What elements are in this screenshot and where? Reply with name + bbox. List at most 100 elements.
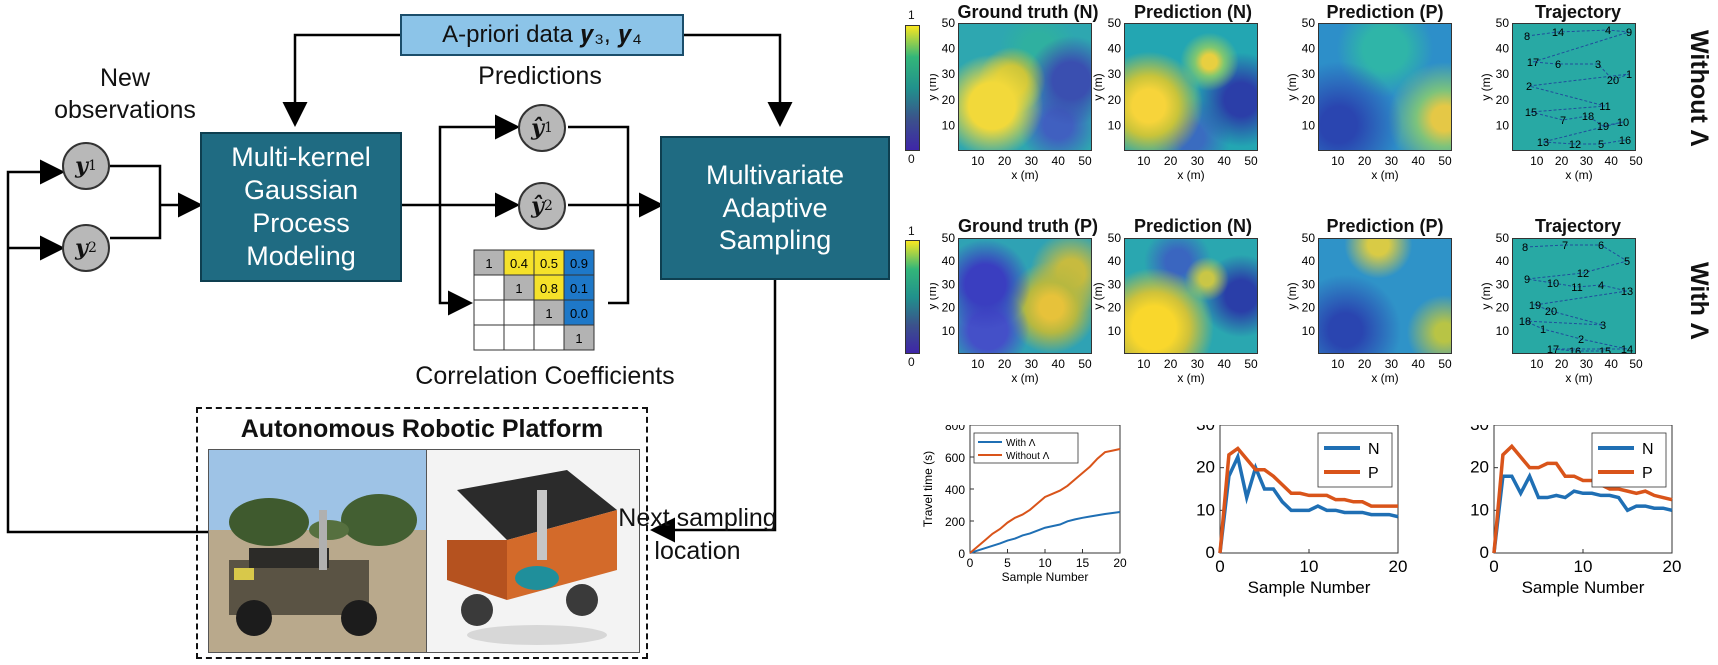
multivariate-adaptive-sampling-box: Multivariate Adaptive Sampling [660,136,890,280]
corr-value: 1 [485,256,492,271]
x-tick: 40 [1605,357,1619,371]
x-tick-label: 10 [1574,557,1593,576]
corr-value: 0.8 [540,281,558,296]
y-tick: 40 [1496,254,1510,268]
corr-cell [563,324,595,351]
colorbar-1-min: 0 [908,152,915,166]
corr-value: 1 [515,281,522,296]
y-tick-label: 400 [945,483,965,497]
colorbar-1-max: 1 [908,8,915,22]
x-tick: 50 [1244,154,1258,168]
corr-value: 1 [545,306,552,321]
trajectory-line [1524,244,1629,352]
title-ground-truth-n: Ground truth (N) [957,2,1099,22]
y-tick: 50 [1108,233,1122,245]
x-tick-label: 20 [1663,557,1682,576]
apriori-data-box: A-priori data 𝒚₃, 𝒚₄ [400,14,684,56]
trajectory-line [1526,29,1630,145]
y-tick-label: 20 [1196,458,1215,477]
x-tick: 10 [1530,154,1544,168]
x-tick: 50 [1244,357,1258,371]
y-axis-label: y (m) [1091,73,1105,100]
y-tick-label: 10 [1470,500,1489,519]
x-axis-label: x (m) [1565,168,1592,182]
corr-cell [563,274,595,301]
x-tick: 50 [1438,154,1452,168]
trajectory-waypoint: 6 [1555,59,1561,71]
trajectory-waypoint: 2 [1526,81,1532,93]
x-tick: 40 [1412,357,1426,371]
y-tick: 40 [942,42,956,56]
robot-cad-render [426,449,640,653]
trajectory-waypoint: 8 [1524,31,1530,43]
x-tick: 30 [1580,154,1594,168]
heatmap-prediction-n-1 [1124,23,1258,151]
y-axis-title: Travel time (s) [921,451,935,527]
x-axis-label: x (m) [1011,371,1038,385]
corr-cell [473,274,505,301]
corr-value: 1 [575,331,582,346]
platform-title: Autonomous Robotic Platform [240,415,604,443]
y-tick: 30 [1302,67,1316,81]
robot-photo [208,449,428,653]
y-axis-label: y (m) [930,73,939,100]
legend-label: P [1368,465,1379,482]
x-axis-label: x (m) [1177,371,1204,385]
x-tick: 10 [971,357,985,371]
y-tick: 30 [1496,67,1510,81]
series-line [1218,451,1399,554]
corr-cell [473,324,505,351]
x-tick: 30 [1580,357,1594,371]
y-axis-label: y (m) [1285,282,1299,309]
y-tick: 40 [942,254,956,268]
x-tick: 50 [1629,357,1643,371]
corr-value: 0.5 [540,256,558,271]
x-tick: 10 [1331,154,1345,168]
x-tick: 50 [1078,154,1092,168]
y-tick: 40 [1108,254,1122,268]
y-tick: 40 [1302,42,1316,56]
heatmap-ground-truth-p [958,238,1092,354]
line-chart: 010203001020Without Λ, RMSE = 9.8Sample … [1196,425,1407,597]
x-tick: 30 [1025,154,1039,168]
series-line [969,448,1121,554]
y-tick: 10 [1496,324,1510,338]
y-tick-label: 0 [1480,543,1489,562]
robotic-platform-panel: Autonomous Robotic Platform [196,407,648,659]
predictions-label: Predictions [478,62,602,90]
y-tick: 10 [942,324,956,338]
title-ground-truth-p: Ground truth (P) [958,216,1098,236]
y-tick: 30 [942,277,956,291]
legend-label: N [1642,441,1654,458]
y-tick: 20 [1108,93,1122,107]
y-tick: 20 [1108,301,1122,315]
trajectory-waypoint: 4 [1605,25,1611,37]
x-tick: 50 [1629,154,1643,168]
y-tick: 50 [1496,233,1510,245]
colorbar-2-min: 0 [908,355,915,369]
colorbar-2 [905,240,920,354]
x-tick: 20 [1164,357,1178,371]
y-tick: 30 [1302,277,1316,291]
x-tick-label: 0 [1215,557,1224,576]
y-tick-label: 0 [1206,543,1215,562]
x-tick: 10 [1137,154,1151,168]
x-tick: 10 [1137,357,1151,371]
x-tick: 20 [1555,357,1569,371]
x-tick-label: 5 [1004,556,1011,570]
corr-value: 0.4 [510,256,528,271]
x-tick: 40 [1052,357,1066,371]
colorbar-2-max: 1 [908,224,915,238]
trajectory-waypoint: 18 [1519,316,1531,328]
x-tick: 50 [1438,357,1452,371]
y-tick: 10 [1302,324,1316,338]
x-tick-label: 10 [1300,557,1319,576]
y-tick-label: 20 [1470,458,1489,477]
y-tick: 20 [942,93,956,107]
x-tick-label: 20 [1389,557,1408,576]
